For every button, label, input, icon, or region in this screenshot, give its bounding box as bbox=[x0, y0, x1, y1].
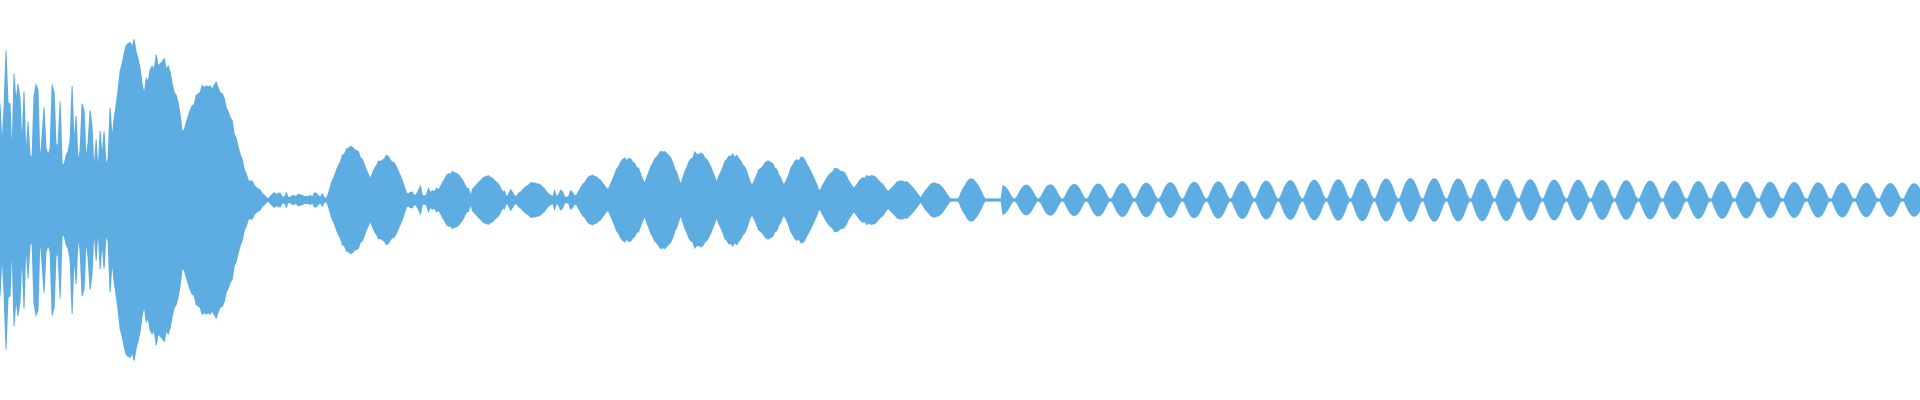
waveform-trace bbox=[0, 39, 1920, 361]
